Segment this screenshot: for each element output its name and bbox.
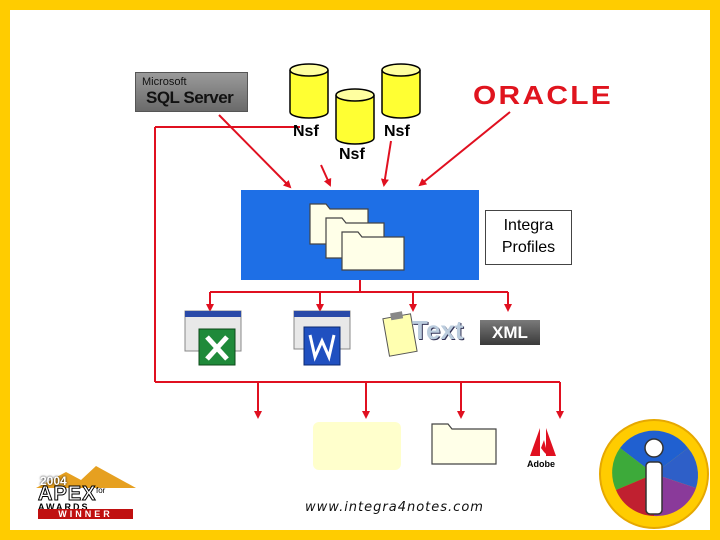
profiles-line2: Profiles — [501, 239, 556, 256]
footer-url: www.integra4notes.com — [305, 500, 484, 515]
apex-mountain-icon — [36, 466, 136, 488]
profiles-line1: Integra — [503, 217, 554, 234]
notepad-icon — [382, 311, 418, 357]
apex-awards: AWARDS — [38, 502, 90, 512]
apex-winner-banner: WINNER — [38, 509, 133, 519]
arrow-nsf-right — [380, 140, 392, 187]
apex-for: for — [96, 486, 106, 495]
text-logo: Text — [412, 315, 464, 345]
database-cylinder — [381, 63, 421, 119]
arrow-nsf-center — [320, 164, 332, 187]
database-cylinders — [289, 63, 421, 145]
oracle-logo: ORACLE — [473, 80, 614, 110]
arrow-sql — [218, 114, 292, 189]
sql-server-name: SQL Server — [146, 88, 234, 107]
database-label: Nsf — [339, 146, 365, 163]
apex-year: 2004 — [40, 474, 67, 488]
printer-icon — [313, 422, 401, 470]
database-label: Nsf — [384, 123, 410, 140]
integra-logo-icon — [599, 419, 709, 529]
sql-server-logo: Microsoft SQL Server — [135, 72, 248, 112]
excel-icon — [184, 310, 242, 366]
adobe-logo-icon — [528, 426, 558, 458]
folder-icon — [431, 423, 497, 465]
xml-badge: XML — [480, 320, 540, 345]
word-icon — [293, 310, 351, 366]
database-cylinder — [289, 63, 329, 119]
database-cylinder — [335, 88, 375, 145]
apex-name: APEX — [37, 483, 97, 506]
integra-profiles-label: Integra Profiles — [485, 210, 572, 265]
folder-stack-icon — [309, 203, 405, 271]
database-label: Nsf — [293, 123, 319, 140]
sql-server-prefix: Microsoft — [142, 76, 187, 88]
adobe-label: Adobe — [527, 459, 555, 469]
arrow-oracle — [418, 111, 511, 187]
